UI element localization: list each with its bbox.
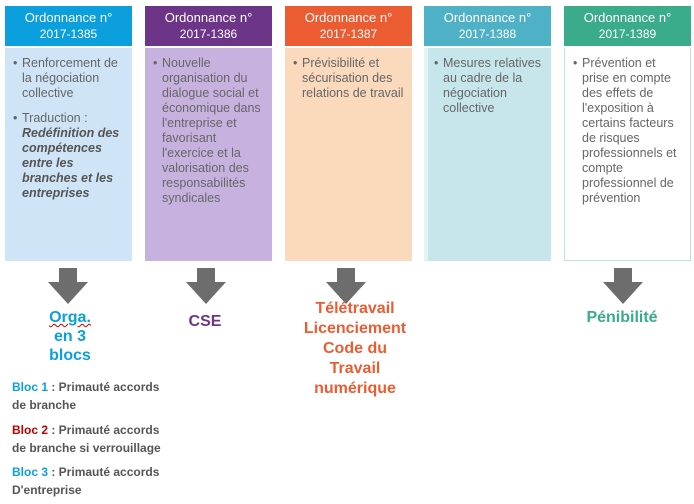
result-line: Code du [323, 340, 387, 357]
bloc-text: : Primauté accords [48, 423, 160, 437]
column-header: Ordonnance n° 2017-1385 [5, 6, 132, 46]
bloc-text: de branche [12, 398, 77, 412]
bullet-icon: • [434, 56, 439, 70]
bullet-icon: • [153, 56, 158, 70]
list-item: • Nouvelle organisation du dialogue soci… [153, 56, 266, 206]
column-ordonnance-1385: Ordonnance n° 2017-1385 • Renforcement d… [5, 6, 132, 261]
column-body: • Prévisibilité et sécurisation des rela… [285, 48, 412, 261]
list-item: • Prévisibilité et sécurisation des rela… [293, 56, 406, 101]
item-text: Traduction : [22, 111, 88, 125]
header-title: Ordonnance n° [304, 10, 393, 25]
result-line: Télétravail [315, 300, 395, 317]
header-number: 2017-1387 [319, 27, 378, 41]
bloc-1: Bloc 1 : Primauté accords de branche [12, 378, 159, 414]
column-body: • Nouvelle organisation du dialogue soci… [145, 48, 272, 261]
header-number: 2017-1385 [39, 27, 98, 41]
result-cse: CSE [155, 312, 255, 331]
bloc-text: D'entreprise [12, 483, 82, 497]
bloc-tag: Bloc 1 [12, 380, 49, 394]
item-bold-text: Redéfinition des compétences entre les b… [22, 126, 120, 200]
bloc-3: Bloc 3 : Primauté accords D'entreprise [12, 463, 159, 499]
header-title: Ordonnance n° [443, 10, 532, 25]
bullet-icon: • [293, 56, 298, 70]
column-header: Ordonnance n° 2017-1388 [424, 6, 551, 46]
column-ordonnance-1386: Ordonnance n° 2017-1386 • Nouvelle organ… [145, 6, 272, 261]
list-item: • Renforcement de la négociation collect… [13, 56, 126, 101]
list-item: • Mesures relatives au cadre de la négoc… [434, 56, 545, 116]
column-body: • Prévention et prise en compte des effe… [564, 48, 691, 261]
list-item: • Prévention et prise en compte des effe… [573, 56, 684, 206]
bloc-text: : Primauté accords [48, 380, 160, 394]
result-line: numérique [314, 380, 396, 397]
header-title: Ordonnance n° [24, 10, 113, 25]
bloc-text: de branche si verrouillage [12, 441, 161, 455]
bullet-icon: • [13, 56, 18, 70]
item-text: Mesures relatives au cadre de la négocia… [443, 56, 541, 115]
column-header: Ordonnance n° 2017-1387 [285, 6, 412, 46]
bullet-icon: • [13, 111, 18, 125]
result-line: Licenciement [303, 320, 407, 337]
column-header: Ordonnance n° 2017-1389 [564, 6, 691, 46]
down-arrow-icon [326, 268, 366, 304]
bloc-tag: Bloc 2 [12, 423, 49, 437]
header-title: Ordonnance n° [583, 10, 672, 25]
bullet-icon: • [573, 56, 578, 70]
result-line: en 3 [53, 328, 86, 345]
bloc-2: Bloc 2 : Primauté accords de branche si … [12, 421, 161, 457]
list-item: • Traduction : Redéfinition des compéten… [13, 111, 126, 201]
column-header: Ordonnance n° 2017-1386 [145, 6, 272, 46]
result-teletravail: Télétravail Licenciement Code du Travail… [283, 299, 427, 399]
header-number: 2017-1388 [458, 27, 517, 41]
result-line: Orga. [49, 309, 91, 326]
column-body: • Mesures relatives au cadre de la négoc… [424, 48, 551, 261]
header-title: Ordonnance n° [164, 10, 253, 25]
result-orga: Orga. en 3 blocs [20, 308, 120, 365]
item-text: Prévisibilité et sécurisation des relati… [302, 56, 404, 100]
result-line: CSE [188, 313, 222, 330]
result-line: Travail [329, 360, 381, 377]
item-text: Renforcement de la négociation collectiv… [22, 56, 118, 100]
bloc-text: : Primauté accords [48, 465, 160, 479]
column-ordonnance-1388: Ordonnance n° 2017-1388 • Mesures relati… [424, 6, 551, 261]
bloc-tag: Bloc 3 [12, 465, 49, 479]
down-arrow-icon [186, 268, 226, 304]
result-penibilite: Pénibilité [572, 308, 672, 327]
column-ordonnance-1389: Ordonnance n° 2017-1389 • Prévention et … [564, 6, 691, 261]
header-number: 2017-1389 [598, 27, 657, 41]
down-arrow-icon [603, 268, 643, 304]
item-text: Nouvelle organisation du dialogue social… [162, 56, 261, 205]
column-body: • Renforcement de la négociation collect… [5, 48, 132, 261]
column-ordonnance-1387: Ordonnance n° 2017-1387 • Prévisibilité … [285, 6, 412, 261]
result-line: blocs [49, 347, 91, 364]
header-number: 2017-1386 [179, 27, 238, 41]
down-arrow-icon [48, 268, 88, 304]
result-line: Pénibilité [586, 309, 658, 326]
item-text: Prévention et prise en compte des effets… [582, 56, 677, 205]
